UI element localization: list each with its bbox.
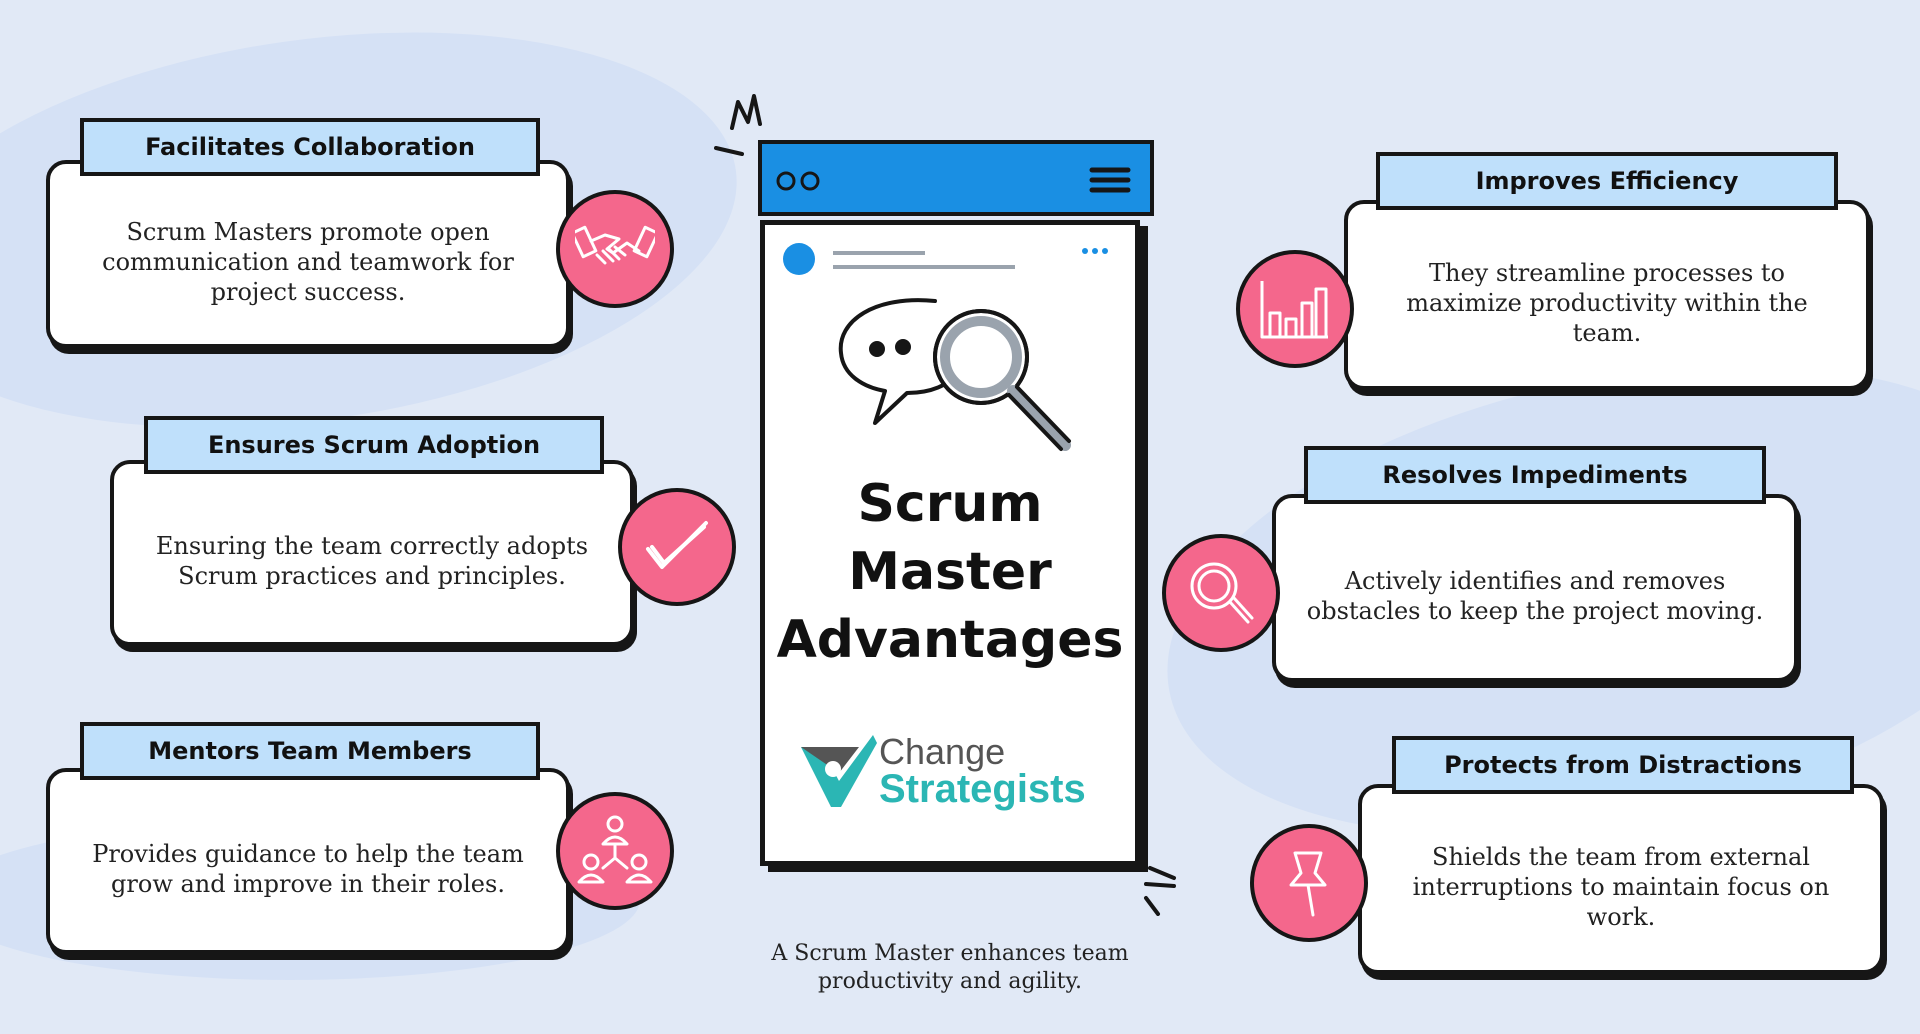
phone-header (758, 140, 1154, 216)
checkmark-icon-badge (618, 488, 736, 606)
spark-lines-bottom-icon (1144, 866, 1176, 916)
pushpin-icon-badge (1250, 824, 1368, 942)
handshake-icon-badge (556, 190, 674, 308)
caption: A Scrum Master enhances team productivit… (771, 941, 1129, 994)
card-protects-from-distractions: Shields the team from external interrupt… (1358, 784, 1884, 974)
card-resolves-impediments: Actively identifies and removes obstacle… (1272, 494, 1798, 682)
change-strategists-logo-mark (801, 735, 877, 807)
pushpin-icon (1289, 851, 1327, 917)
team-network-icon (577, 815, 653, 884)
phone-screen: Change Strategists (760, 220, 1140, 866)
card-title: Facilitates Collaboration (80, 118, 540, 176)
hamburger-menu-icon (1089, 167, 1131, 193)
card-ensures-scrum-adoption: Ensuring the team correctly adopts Scrum… (110, 460, 634, 646)
card-title: Mentors Team Members (80, 722, 540, 780)
card-facilitates-collaboration: Scrum Masters promote open communication… (46, 160, 570, 348)
card-title: Protects from Distractions (1392, 736, 1854, 794)
magnifier-icon (1190, 562, 1254, 624)
card-text: Ensuring the team correctly adopts Scrum… (155, 532, 589, 590)
logo-text-strategists: Strategists (879, 767, 1086, 811)
card-improves-efficiency: They streamline processes to maximize pr… (1344, 200, 1870, 390)
card-title: Ensures Scrum Adoption (144, 416, 604, 474)
title-line-1: Scrum (857, 474, 1043, 534)
title-line-3: Advantages (776, 610, 1124, 670)
chat-magnifier-icon (838, 298, 1071, 451)
team-network-icon-badge (556, 792, 674, 910)
page-title: Scrum Master Advantages (760, 470, 1140, 674)
checkmark-icon (646, 521, 708, 569)
post-header-decoration (783, 243, 1108, 275)
card-text: Scrum Masters promote open communication… (102, 218, 514, 306)
bar-chart-icon (1260, 281, 1328, 339)
spark-lines-icon (714, 94, 762, 156)
card-text: Shields the team from external interrupt… (1412, 843, 1830, 931)
card-text: Actively identifies and removes obstacle… (1306, 567, 1764, 625)
bar-chart-icon-badge (1236, 250, 1354, 368)
card-text: They streamline processes to maximize pr… (1406, 259, 1808, 347)
card-title: Improves Efficiency (1376, 152, 1838, 210)
card-text: Provides guidance to help the team grow … (92, 840, 524, 898)
logo-text-change: Change (879, 731, 1006, 772)
window-dots-icon (776, 171, 820, 191)
title-line-2: Master (848, 542, 1052, 602)
card-title: Resolves Impediments (1304, 446, 1766, 504)
handshake-icon (575, 225, 655, 265)
card-mentors-team-members: Provides guidance to help the team grow … (46, 768, 570, 954)
magnifier-icon-badge (1162, 534, 1280, 652)
